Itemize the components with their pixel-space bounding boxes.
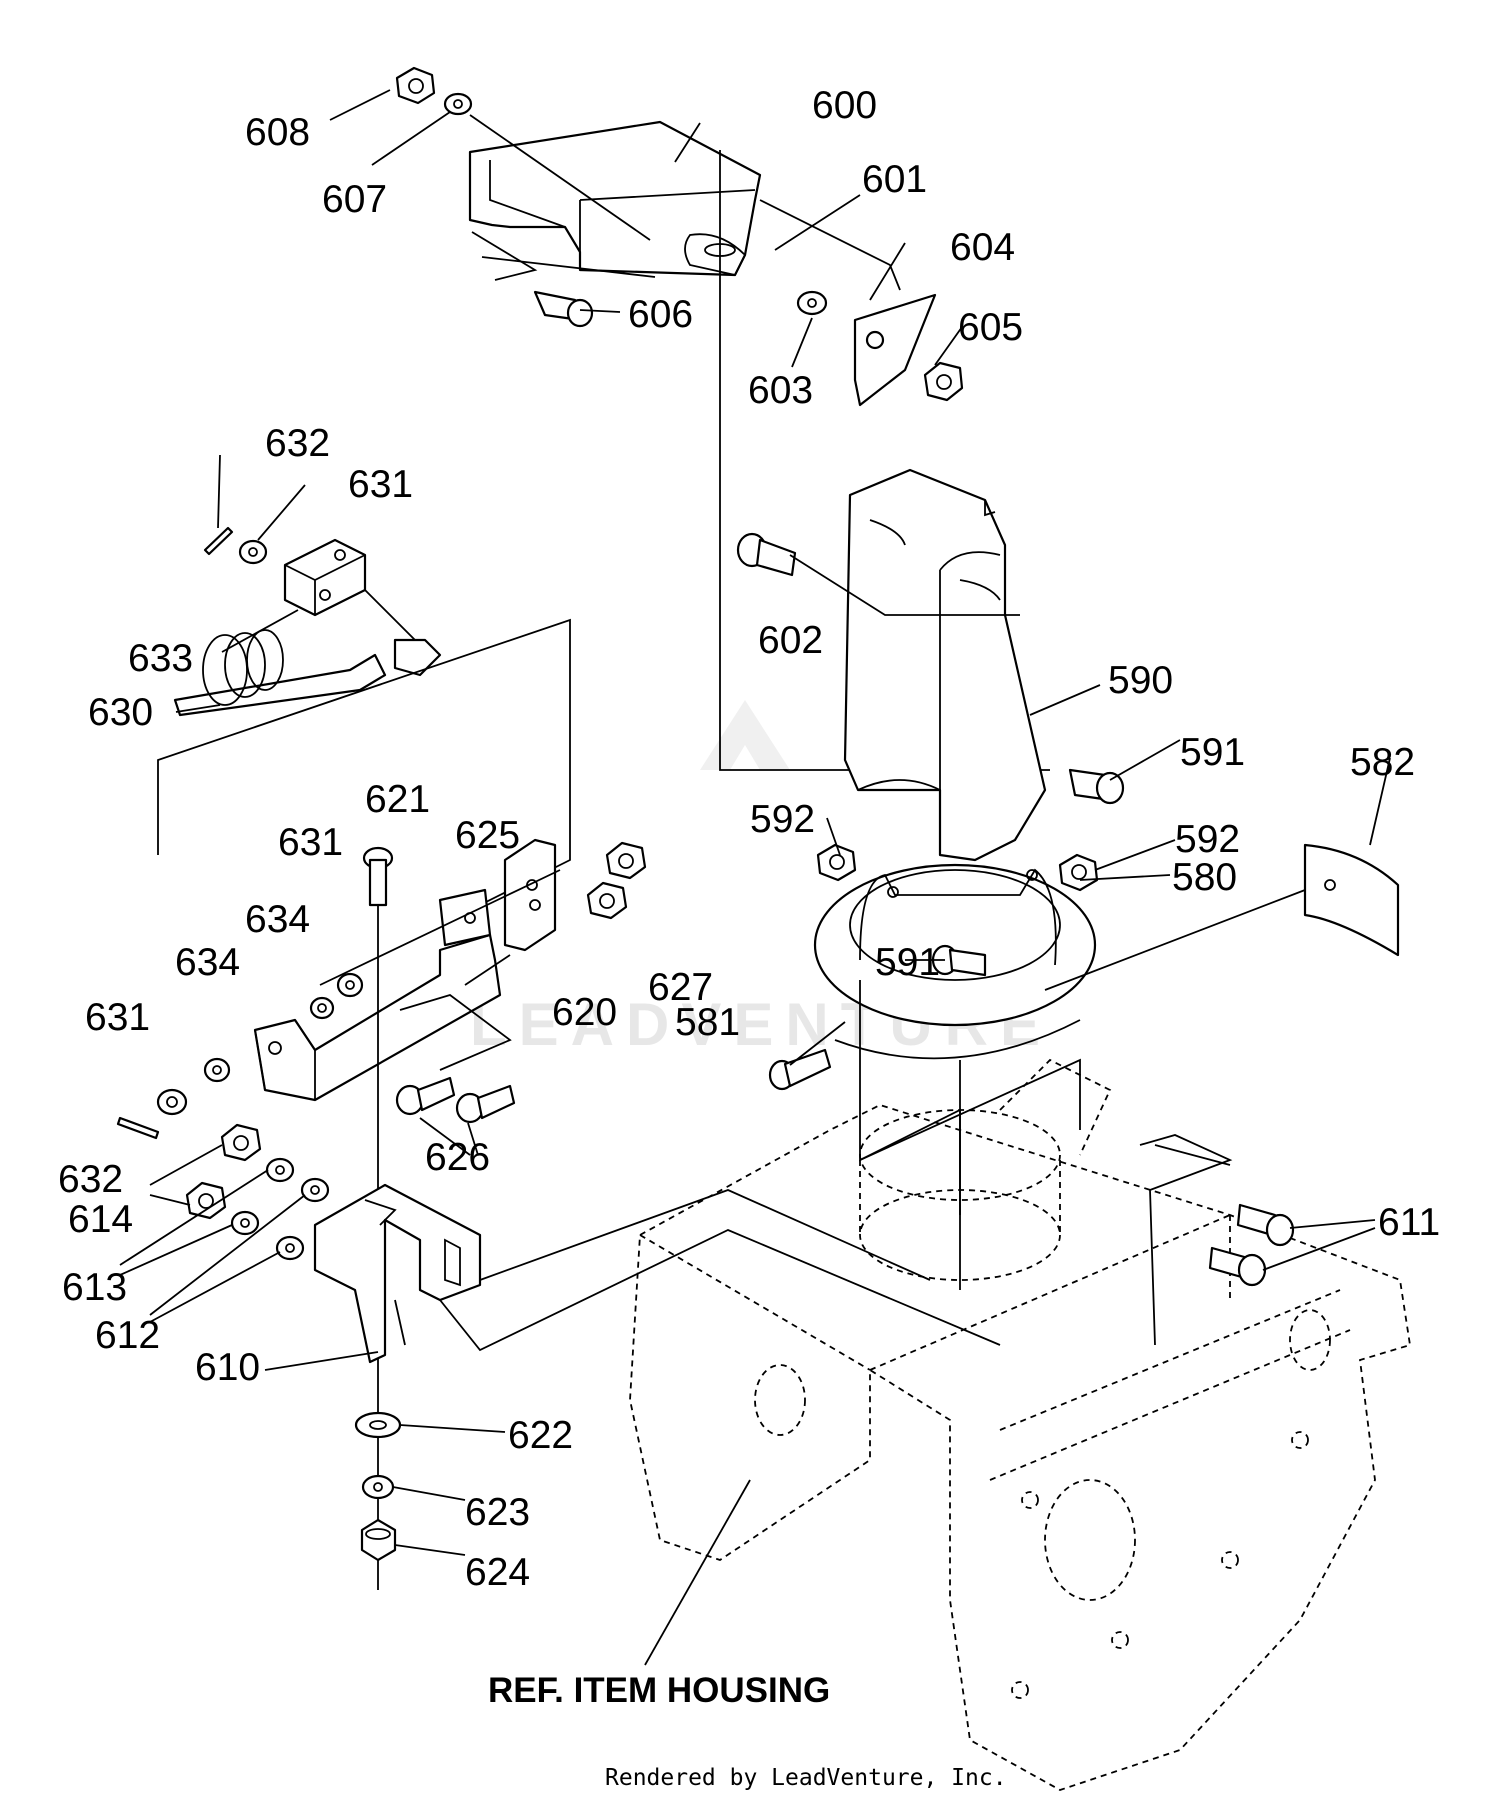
bolt-621 <box>362 846 394 907</box>
callout-610: 610 <box>195 1346 260 1389</box>
callout-602: 602 <box>758 619 823 662</box>
cotter-pin-632-lower <box>116 1116 160 1140</box>
callout-591-upper: 591 <box>1180 731 1245 774</box>
ref-leader <box>644 1479 751 1666</box>
callout-606: 606 <box>628 293 693 336</box>
callout-614: 614 <box>68 1198 133 1241</box>
washer-607 <box>443 92 473 116</box>
callout-631-mid: 631 <box>278 821 343 864</box>
cotter-pin-632-upper <box>203 526 234 556</box>
callout-631-upper: 631 <box>348 463 413 506</box>
nut-608 <box>395 66 436 105</box>
block-633 <box>283 538 367 617</box>
callout-634-lower: 634 <box>175 941 240 984</box>
washer-634-lower <box>203 1057 231 1083</box>
bolts-611 <box>1208 1203 1295 1287</box>
callout-613: 613 <box>62 1266 127 1309</box>
shaft-630 <box>173 629 442 717</box>
nuts-627 <box>586 841 647 920</box>
bolt-581 <box>768 1048 832 1091</box>
callout-631-lower: 631 <box>85 996 150 1039</box>
reference-label: REF. ITEM HOUSING <box>488 1671 830 1710</box>
nuts-614 <box>185 1123 262 1220</box>
lock-washer-623 <box>361 1474 395 1500</box>
callout-591-lower: 591 <box>875 941 940 984</box>
washers-613 <box>230 1157 295 1236</box>
callout-607: 607 <box>322 178 387 221</box>
callout-621: 621 <box>365 778 430 821</box>
bracket-610 <box>313 1183 482 1364</box>
callout-630: 630 <box>88 691 153 734</box>
upper-deflector-600 <box>468 120 762 277</box>
callout-622: 622 <box>508 1414 573 1457</box>
washer-603 <box>796 290 828 316</box>
washer-631-upper <box>238 539 268 565</box>
callout-623: 623 <box>465 1491 530 1534</box>
callout-625: 625 <box>455 814 520 857</box>
bolt-591-upper <box>1068 768 1125 805</box>
callout-604: 604 <box>950 226 1015 269</box>
callout-632-upper: 632 <box>265 422 330 465</box>
nut-592-left <box>816 843 857 882</box>
callout-592-right: 592 <box>1175 818 1240 861</box>
callout-627: 627 <box>648 966 713 1009</box>
spring-wire-601 <box>759 199 901 291</box>
callout-624: 624 <box>465 1551 530 1594</box>
callout-611: 611 <box>1378 1201 1440 1244</box>
callout-580: 580 <box>1172 856 1237 899</box>
callout-603: 603 <box>748 369 813 412</box>
hex-nut-605 <box>923 361 964 402</box>
washer-631-mid <box>336 972 364 998</box>
callout-633: 633 <box>128 637 193 680</box>
callout-601: 601 <box>862 158 927 201</box>
plate-625 <box>503 838 557 952</box>
bolt-602 <box>736 532 797 577</box>
washer-634-mid <box>309 996 335 1020</box>
callout-600: 600 <box>812 84 877 127</box>
callout-581: 581 <box>675 1001 740 1044</box>
washers-612 <box>275 1177 330 1261</box>
callout-590: 590 <box>1108 659 1173 702</box>
callout-634-mid: 634 <box>245 898 310 941</box>
callout-632-lower: 632 <box>58 1158 123 1201</box>
nut-624 <box>360 1518 397 1562</box>
callout-605: 605 <box>958 306 1023 349</box>
bolts-626 <box>395 1076 516 1124</box>
segment-582 <box>1303 843 1400 957</box>
chute-ring-580 <box>813 863 1097 1060</box>
callout-612: 612 <box>95 1314 160 1357</box>
chute-590 <box>843 468 1047 862</box>
callout-608: 608 <box>245 111 310 154</box>
washer-622 <box>354 1411 402 1439</box>
callout-620: 620 <box>552 991 617 1034</box>
callout-582: 582 <box>1350 741 1415 784</box>
callout-626: 626 <box>425 1136 490 1179</box>
callout-592-left: 592 <box>750 798 815 841</box>
knob-604 <box>853 293 937 407</box>
bolt-606 <box>533 290 594 328</box>
washer-631-lower <box>156 1088 188 1116</box>
nut-592-right <box>1058 853 1099 892</box>
footer-credit: Rendered by LeadVenture, Inc. <box>605 1765 1007 1791</box>
